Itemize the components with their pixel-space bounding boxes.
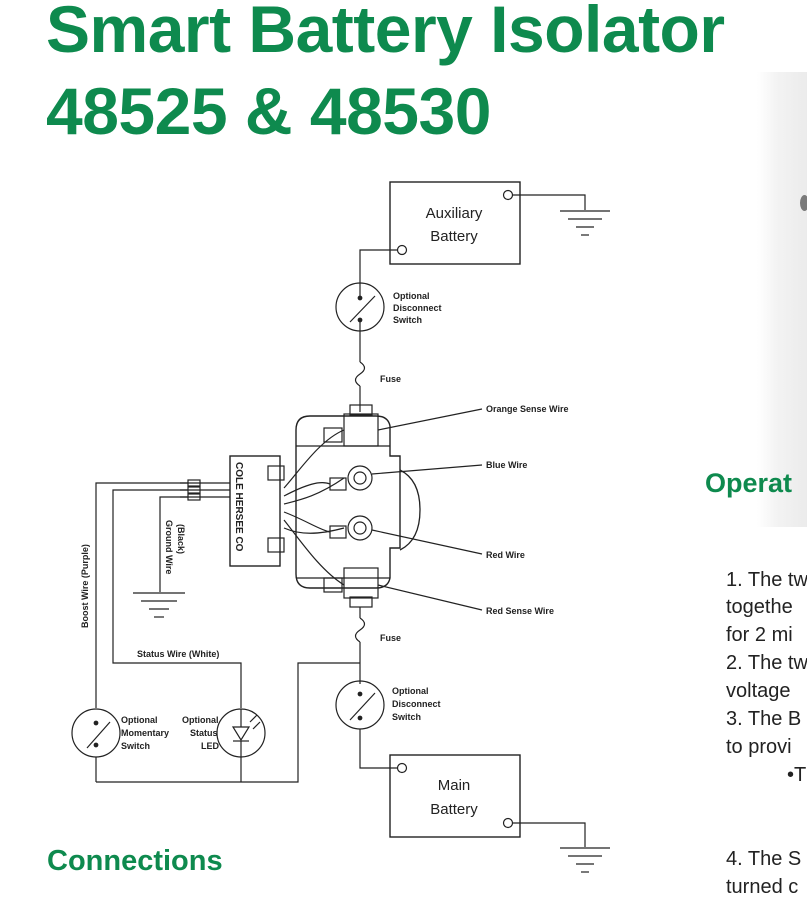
main-battery-label-1: Main	[438, 777, 471, 794]
ground-symbol-left	[133, 592, 185, 618]
orange-sense-wire-label: Orange Sense Wire	[486, 404, 568, 414]
switch-top-label-2: Disconnect	[393, 303, 442, 313]
aux-battery-label-2: Battery	[430, 228, 478, 245]
fuse-top: Fuse	[354, 361, 401, 387]
operation-line: 2. The tw	[726, 652, 807, 674]
momentary-label-1: Optional	[121, 715, 158, 725]
operation-line: 1. The tw	[726, 569, 807, 591]
main-battery-label-2: Battery	[430, 801, 478, 818]
red-wire-label: Red Wire	[486, 550, 525, 560]
switch-bottom-label-2: Disconnect	[392, 699, 441, 709]
status-led-label-3: LED	[201, 741, 220, 751]
page-title-line-1: Smart Battery Isolator	[46, 0, 725, 66]
operation-line: for 2 mi	[726, 624, 793, 646]
status-led-label-1: Optional	[182, 715, 219, 725]
operation-line: 3. The B	[726, 708, 802, 730]
switch-bottom-label-1: Optional	[392, 686, 429, 696]
red-sense-wire-label: Red Sense Wire	[486, 606, 554, 616]
product-photo	[757, 72, 807, 527]
operation-line: to provi	[726, 736, 792, 758]
operation-line: voltage	[726, 680, 791, 702]
ground-symbol-top	[512, 194, 610, 236]
ground-wire-label-2: (Black)	[176, 524, 186, 554]
disconnect-switch-top: Optional Disconnect Switch	[335, 282, 442, 332]
fuse-bottom: Fuse	[354, 617, 401, 643]
disconnect-switch-bottom: Optional Disconnect Switch	[335, 680, 441, 730]
momentary-switch: Optional Momentary Switch	[71, 708, 169, 758]
isolator-unit: COLE HERSEE CO	[180, 404, 421, 608]
aux-battery-label-1: Auxiliary	[426, 205, 483, 222]
operation-heading: Operat	[705, 468, 793, 498]
isolator-brand-label: COLE HERSEE CO	[233, 462, 244, 552]
momentary-label-3: Switch	[121, 741, 150, 751]
operation-line: togethe	[726, 596, 793, 618]
switch-top-label-1: Optional	[393, 291, 430, 301]
auxiliary-battery: Auxiliary Battery	[389, 181, 521, 265]
connections-heading: Connections	[47, 845, 223, 877]
switch-top-label-3: Switch	[393, 315, 422, 325]
status-led-label-2: Status	[190, 728, 218, 738]
boost-wire-label: Boost Wire (Purple)	[80, 544, 90, 628]
ground-wire-label-1: Ground Wire	[164, 520, 174, 574]
fuse-bottom-label: Fuse	[380, 633, 401, 643]
page-title-line-2: 48525 & 48530	[46, 74, 491, 148]
main-battery: Main Battery	[389, 754, 521, 838]
operation-line: 4. The S	[726, 848, 802, 870]
switch-bottom-label-3: Switch	[392, 712, 421, 722]
operation-line: turned c	[726, 876, 799, 898]
status-wire-label: Status Wire (White)	[137, 649, 219, 659]
momentary-label-2: Momentary	[121, 728, 169, 738]
operation-bullet: •T	[787, 764, 807, 786]
blue-wire-label: Blue Wire	[486, 460, 527, 470]
photo-detail	[800, 195, 807, 211]
status-led: Optional Status LED	[182, 708, 266, 758]
ground-symbol-bottom	[512, 822, 610, 873]
fuse-top-label: Fuse	[380, 374, 401, 384]
